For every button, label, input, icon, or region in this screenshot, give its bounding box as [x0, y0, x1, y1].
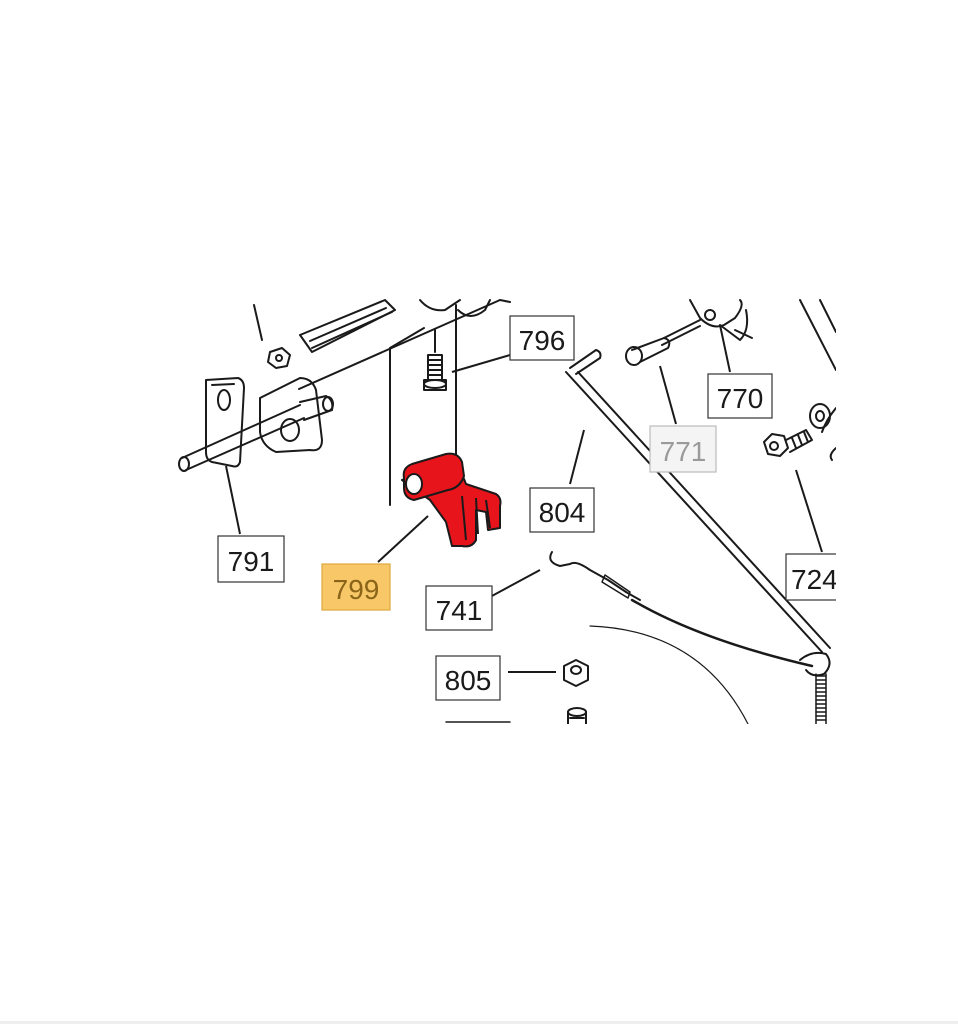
- callout-799-highlighted[interactable]: 799: [321, 563, 391, 611]
- stud-part: [567, 707, 587, 724]
- callout-770[interactable]: 770: [707, 373, 773, 419]
- callout-label: 796: [519, 325, 566, 356]
- callout-label: 791: [228, 546, 275, 577]
- callout-label: 724: [791, 564, 838, 595]
- clevis-pin-part: [625, 319, 701, 366]
- callout-label: 741: [436, 595, 483, 626]
- callout-796[interactable]: 796: [509, 315, 575, 361]
- hex-nut-small-part: [267, 347, 291, 369]
- callout-741[interactable]: 741: [425, 585, 493, 631]
- long-bolt-part: [253, 299, 396, 353]
- callout-label: 804: [539, 497, 586, 528]
- callout-805[interactable]: 805: [435, 655, 501, 701]
- shoulder-bolt-part: [389, 304, 457, 506]
- callout-label: 805: [445, 665, 492, 696]
- lock-nut-part: [563, 659, 589, 687]
- linkage-rod-part: [565, 349, 831, 677]
- upper-bracket-part: [419, 299, 511, 317]
- callout-791[interactable]: 791: [217, 535, 285, 583]
- spring-part: [815, 673, 827, 724]
- callout-label: 770: [717, 383, 764, 414]
- highlighted-bracket-part[interactable]: [401, 452, 502, 548]
- pivot-bracket-part: [689, 299, 753, 341]
- deck-outline-part: [589, 625, 749, 724]
- callout-724[interactable]: 724: [785, 550, 866, 604]
- callout-771[interactable]: 771: [649, 425, 717, 473]
- page-bottom-border: [0, 1021, 958, 1024]
- shaft-bracket-part: [178, 299, 501, 472]
- callout-label: 771: [660, 436, 707, 467]
- control-cable-part: [549, 551, 814, 668]
- callout-804[interactable]: 804: [529, 487, 595, 533]
- callout-label: 799: [333, 574, 380, 605]
- leader-lines: [225, 324, 823, 673]
- housing-edge-part: [799, 299, 836, 461]
- flange-bolt-part: [763, 403, 831, 457]
